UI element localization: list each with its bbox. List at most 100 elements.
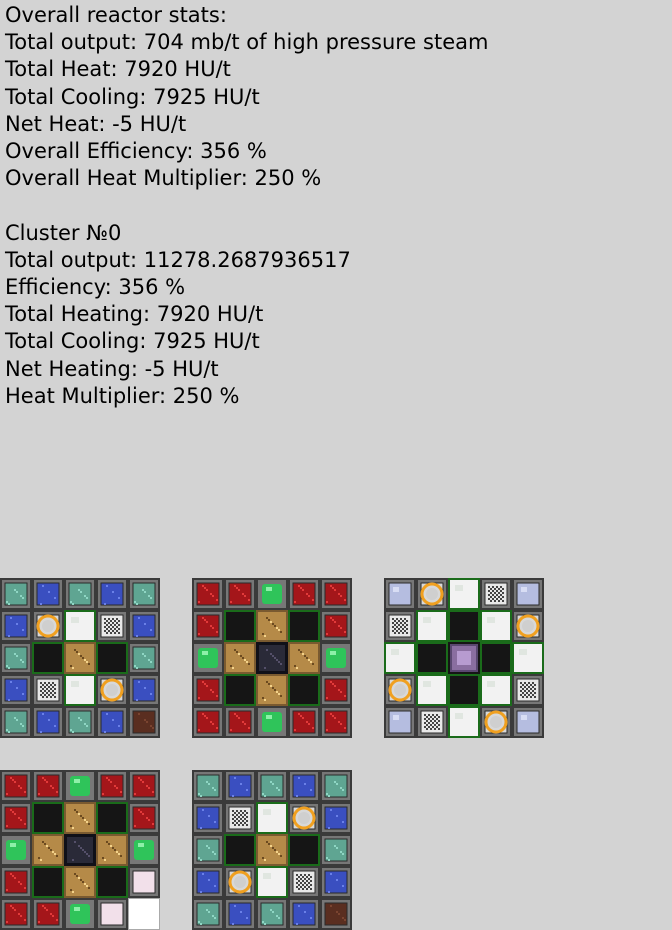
redstone-cooler [288, 706, 320, 738]
stats-overall-efficiency: Overall Efficiency: 356 % [5, 139, 267, 164]
reactor-casing-black [416, 642, 448, 674]
glowstone-moderator [32, 834, 64, 866]
reactor-casing-black [32, 866, 64, 898]
tin-cooler [384, 674, 416, 706]
cryotheum-cooler [256, 770, 288, 802]
ice-cooler [384, 706, 416, 738]
emerald-cooler [320, 642, 352, 674]
quartz-cooler [64, 674, 96, 706]
obsidian-fuel-cell [64, 834, 96, 866]
redstone-cooler [320, 610, 352, 642]
emerald-cooler [128, 834, 160, 866]
redstone-cooler [32, 898, 64, 930]
empty-white [128, 898, 160, 930]
pink-cooler [96, 898, 128, 930]
tin-cooler [512, 610, 544, 642]
lapis-cooler [96, 706, 128, 738]
cluster-title: Cluster №0 [5, 220, 122, 245]
brick-cooler [320, 898, 352, 930]
redstone-cooler [128, 802, 160, 834]
emerald-cooler [192, 642, 224, 674]
reactor-layer-2 [192, 578, 352, 738]
cryotheum-cooler [64, 578, 96, 610]
tin-cooler [416, 578, 448, 610]
reactor-casing-black [32, 642, 64, 674]
obsidian-fuel-cell [256, 642, 288, 674]
glowstone-moderator [288, 642, 320, 674]
redstone-cooler [192, 610, 224, 642]
redstone-cooler [32, 770, 64, 802]
redstone-cooler [192, 706, 224, 738]
glowstone-moderator [224, 642, 256, 674]
tin-cooler [288, 802, 320, 834]
tin-cooler [480, 706, 512, 738]
lapis-cooler [128, 610, 160, 642]
lapis-cooler [224, 898, 256, 930]
tin-cooler [32, 610, 64, 642]
quartz-cooler [416, 674, 448, 706]
cryotheum-cooler [0, 578, 32, 610]
redstone-cooler [0, 802, 32, 834]
redstone-cooler [320, 578, 352, 610]
cluster-total-output: Total output: 11278.2687936517 [5, 247, 351, 272]
tin-cooler [224, 866, 256, 898]
quartz-cooler [512, 642, 544, 674]
glowstone-moderator [64, 802, 96, 834]
lapis-cooler [32, 706, 64, 738]
reactor-casing-black [96, 802, 128, 834]
reactor-layer-4 [0, 770, 160, 930]
quartz-cooler [448, 578, 480, 610]
cryotheum-cooler [128, 642, 160, 674]
redstone-cooler [224, 578, 256, 610]
lapis-cooler [288, 770, 320, 802]
quartz-cooler [448, 706, 480, 738]
reactor-casing-black [96, 866, 128, 898]
stats-net-heat: Net Heat: -5 HU/t [5, 111, 187, 136]
redstone-cooler [128, 770, 160, 802]
lapis-cooler [128, 674, 160, 706]
glowstone-moderator [64, 642, 96, 674]
stats-overall-heat-multiplier: Overall Heat Multiplier: 250 % [5, 166, 322, 191]
reactor-casing-black [288, 674, 320, 706]
cryotheum-cooler [192, 898, 224, 930]
quartz-cooler [256, 866, 288, 898]
pink-cooler [128, 866, 160, 898]
glowstone-moderator [256, 610, 288, 642]
reactor-casing-black [480, 642, 512, 674]
reactor-casing-black [448, 610, 480, 642]
redstone-cooler [288, 578, 320, 610]
lapis-cooler [192, 866, 224, 898]
quartz-cooler [64, 610, 96, 642]
lapis-cooler [192, 802, 224, 834]
lapis-cooler [0, 610, 32, 642]
redstone-cooler [96, 770, 128, 802]
glowstone-moderator [256, 674, 288, 706]
cluster-net-heating: Net Heating: -5 HU/t [5, 356, 219, 381]
lapis-cooler [320, 802, 352, 834]
ice-cooler [384, 578, 416, 610]
purple-fuel-cell [448, 642, 480, 674]
cryotheum-cooler [0, 706, 32, 738]
redstone-cooler [0, 866, 32, 898]
cryotheum-cooler [64, 706, 96, 738]
cluster-total-cooling: Total Cooling: 7925 HU/t [5, 329, 260, 354]
diamond-cooler [384, 610, 416, 642]
ice-cooler [512, 578, 544, 610]
reactor-casing-black [224, 834, 256, 866]
quartz-cooler [384, 642, 416, 674]
redstone-cooler [224, 706, 256, 738]
quartz-cooler [480, 674, 512, 706]
redstone-cooler [192, 674, 224, 706]
redstone-cooler [192, 578, 224, 610]
cluster-total-heating: Total Heating: 7920 HU/t [5, 302, 264, 327]
cluster-heat-multiplier: Heat Multiplier: 250 % [5, 383, 240, 408]
cryotheum-cooler [320, 834, 352, 866]
reactor-casing-black [224, 610, 256, 642]
glowstone-moderator [256, 834, 288, 866]
redstone-cooler [320, 674, 352, 706]
reactor-layer-5 [192, 770, 352, 930]
stats-overall-title: Overall reactor stats: [5, 3, 227, 27]
emerald-cooler [256, 706, 288, 738]
cryotheum-cooler [320, 770, 352, 802]
diamond-cooler [96, 610, 128, 642]
